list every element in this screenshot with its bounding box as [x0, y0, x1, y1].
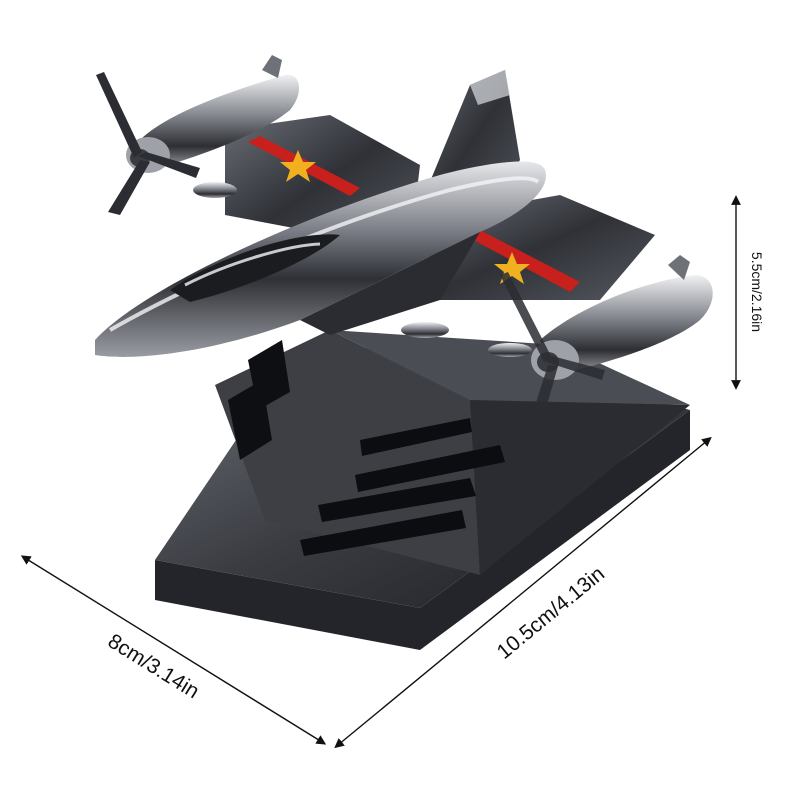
stand-base	[155, 330, 690, 650]
right-propeller	[500, 272, 605, 430]
missiles	[193, 182, 532, 357]
cockpit-canopy	[170, 234, 340, 302]
plane-model	[95, 55, 713, 430]
depth-label: 8cm/3.14in	[104, 630, 203, 704]
height-dimension: 5.5cm/2.16in	[731, 195, 765, 390]
left-propeller	[96, 72, 200, 215]
fuselage	[95, 161, 546, 357]
star-emblem-left	[280, 150, 316, 182]
vent-slots-left	[228, 340, 290, 460]
height-label: 5.5cm/2.16in	[749, 252, 765, 332]
